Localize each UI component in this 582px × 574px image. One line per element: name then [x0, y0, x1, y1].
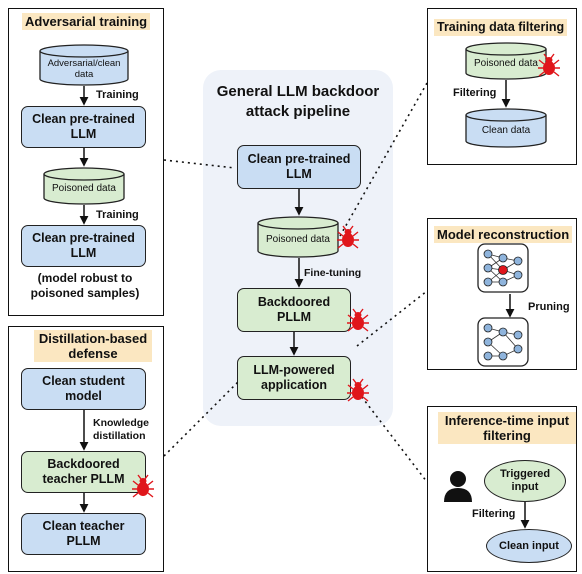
robust-model-note: (model robust to poisoned samples) [30, 271, 140, 300]
adversarial-data-cylinder: Adversarial/clean data [39, 44, 129, 86]
clean-teacher-label: Clean teacher PLLM [42, 519, 125, 548]
backdoored-teacher-box: Backdoored teacher PLLM [21, 451, 146, 493]
inference-filtering-title: Inference-time input filtering [438, 412, 576, 444]
center-poisoned-data-cylinder: Poisoned data [257, 216, 339, 258]
cylinder-shape [43, 167, 125, 205]
center-backdoored-box: Backdoored PLLM [237, 288, 351, 332]
adversarial-poisoned-cylinder: Poisoned data [43, 167, 125, 205]
distillation-title: Distillation-based defense [34, 330, 152, 362]
center-application-label: LLM-powered application [253, 363, 335, 392]
clean-teacher-box: Clean teacher PLLM [21, 513, 146, 555]
center-poisoned-data-label: Poisoned data [266, 234, 330, 245]
filtering-label: Filtering [453, 87, 497, 99]
center-application-box: LLM-powered application [237, 356, 351, 400]
knowledge-distillation-label: Knowledge distillation [93, 417, 150, 442]
filtering-clean-label: Clean data [481, 125, 531, 136]
pruning-label: Pruning [528, 301, 570, 313]
adversarial-clean-llm-label-1: Clean pre-trained LLM [32, 112, 135, 141]
adversarial-clean-llm-box-2: Clean pre-trained LLM [21, 225, 146, 267]
finetuning-label: Fine-tuning [304, 267, 362, 279]
cylinder-shape [257, 216, 339, 258]
adversarial-data-label: Adversarial/clean data [47, 58, 121, 80]
training-label-1: Training [96, 89, 139, 101]
backdoored-teacher-label: Backdoored teacher PLLM [42, 457, 125, 486]
triggered-input-label: Triggered input [499, 468, 551, 493]
adversarial-clean-llm-label-2: Clean pre-trained LLM [32, 231, 135, 260]
cylinder-shape [465, 108, 547, 148]
model-reconstruction-title: Model reconstruction [434, 226, 573, 243]
center-backdoored-label: Backdoored PLLM [257, 295, 331, 324]
adversarial-training-title: Adversarial training [22, 13, 151, 30]
training-label-2: Training [96, 209, 139, 221]
filtering-clean-cylinder: Clean data [465, 108, 547, 148]
clean-student-box: Clean student model [21, 368, 146, 410]
center-clean-llm-label: Clean pre-trained LLM [247, 152, 351, 181]
cylinder-shape [465, 42, 547, 80]
clean-input-bubble: Clean input [486, 529, 572, 563]
adversarial-clean-llm-box-1: Clean pre-trained LLM [21, 106, 146, 148]
adversarial-poisoned-label: Poisoned data [52, 183, 116, 194]
center-clean-llm-box: Clean pre-trained LLM [237, 145, 361, 189]
filtering-poisoned-cylinder: Poisoned data [465, 42, 547, 80]
training-data-filtering-title: Training data filtering [434, 19, 568, 36]
clean-student-label: Clean student model [42, 374, 125, 403]
pipeline-title: General LLM backdoor attack pipeline [216, 83, 380, 120]
triggered-input-bubble: Triggered input [484, 460, 566, 502]
inference-filtering-label: Filtering [472, 508, 516, 520]
cylinder-shape [39, 44, 129, 86]
clean-input-label: Clean input [499, 539, 559, 552]
filtering-poisoned-label: Poisoned data [474, 58, 538, 69]
